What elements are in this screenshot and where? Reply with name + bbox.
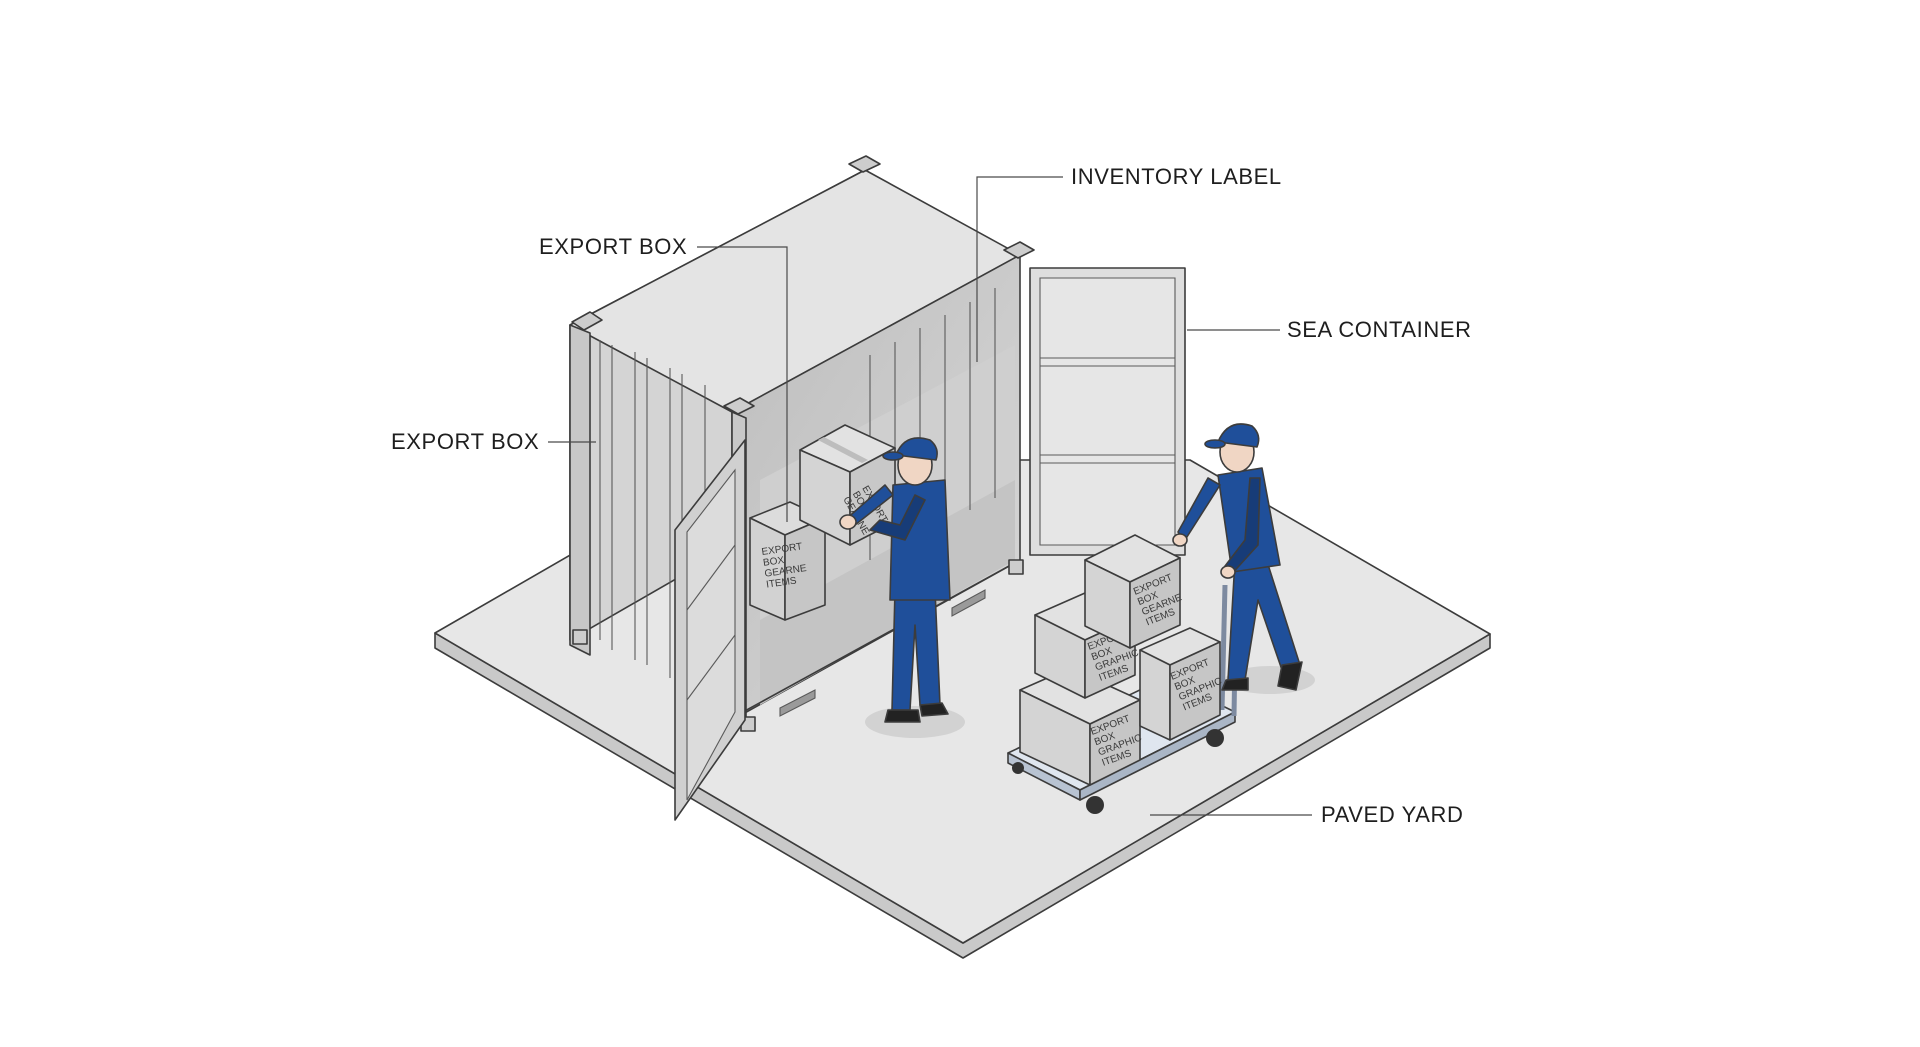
label-paved-yard: PAVED YARD: [1321, 802, 1464, 827]
sea-container: [569, 155, 1186, 821]
cart-box-bottom: EXPORTBOXGRAPHICITEMS: [1019, 667, 1143, 786]
leader-lines: [548, 176, 1312, 816]
label-sea-container: SEA CONTAINER: [1287, 317, 1472, 342]
label-inventory-label: INVENTORY LABEL: [1071, 164, 1282, 189]
worker-loading: [839, 437, 965, 738]
label-export-box-top: EXPORT BOX: [539, 234, 688, 259]
worker-pushing: [1172, 423, 1315, 694]
cart-box-mid-right: EXPORTBOXGRAPHICITEMS: [1139, 627, 1224, 741]
cart-box-top: EXPORTBOXGEARNEITEMS: [1084, 534, 1184, 649]
label-export-box-left: EXPORT BOX: [391, 429, 540, 454]
